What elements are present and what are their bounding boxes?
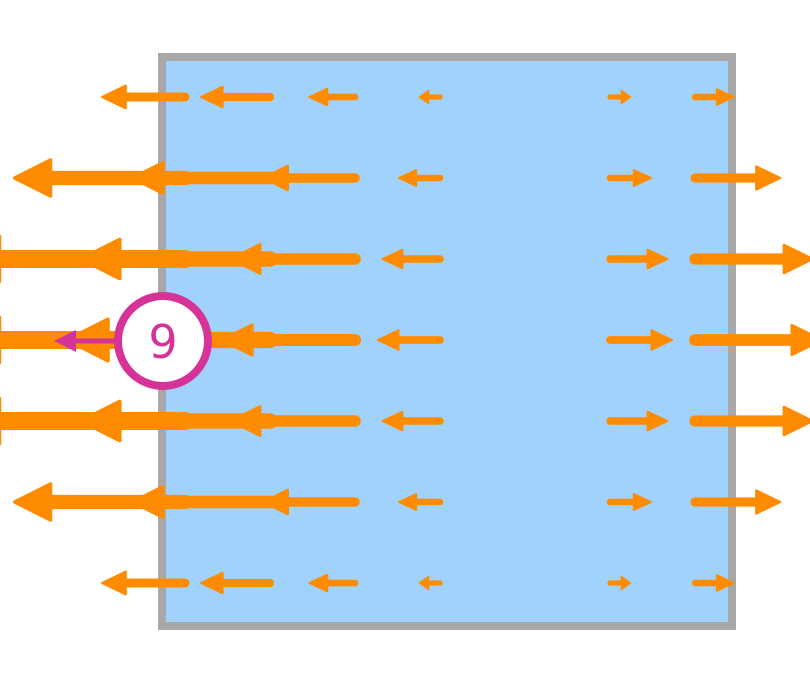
field-arrow bbox=[606, 169, 653, 187]
field-arrow bbox=[381, 248, 444, 270]
field-arrow-head bbox=[418, 89, 430, 105]
field-arrow bbox=[418, 89, 443, 105]
field-arrow bbox=[199, 85, 275, 109]
field-arrow-head bbox=[101, 84, 127, 110]
field-arrow-head bbox=[381, 410, 404, 432]
field-arrow bbox=[130, 160, 277, 196]
field-arrow-head bbox=[650, 329, 674, 351]
field-arrow-head bbox=[308, 87, 329, 107]
field-arrow-head bbox=[229, 243, 262, 275]
field-arrow-head bbox=[13, 482, 53, 522]
field-arrow-head bbox=[130, 160, 165, 196]
field-arrow bbox=[308, 573, 359, 593]
field-arrow bbox=[689, 405, 810, 437]
field-arrow bbox=[606, 248, 669, 270]
field-arrow-head bbox=[782, 405, 810, 437]
callout-circle bbox=[114, 292, 212, 390]
field-arrow-head bbox=[101, 570, 127, 596]
field-arrow bbox=[606, 493, 653, 511]
callout-label: 9 bbox=[148, 315, 177, 369]
field-arrow bbox=[607, 89, 632, 105]
field-arrow-head bbox=[397, 493, 418, 511]
field-arrow bbox=[199, 571, 275, 595]
field-arrow-head bbox=[308, 573, 329, 593]
field-arrow-head bbox=[79, 399, 122, 443]
field-arrow-head bbox=[755, 489, 782, 515]
field-arrow bbox=[606, 329, 674, 351]
field-arrow-head bbox=[381, 248, 404, 270]
field-arrow bbox=[376, 329, 444, 351]
field-arrow-head bbox=[715, 574, 735, 592]
field-arrow-head bbox=[632, 493, 653, 511]
field-arrow-head bbox=[397, 169, 418, 187]
field-arrow-head bbox=[376, 329, 400, 351]
field-arrow-head bbox=[261, 488, 289, 516]
field-arrow bbox=[397, 493, 444, 511]
field-arrow-head bbox=[261, 164, 289, 192]
field-arrow bbox=[101, 84, 190, 110]
field-arrow bbox=[418, 575, 443, 591]
field-arrow bbox=[381, 410, 444, 432]
field-arrow-head bbox=[715, 88, 735, 106]
field-arrow-head bbox=[620, 575, 632, 591]
callout-marker[interactable]: 9 bbox=[54, 292, 212, 390]
field-arrow-head bbox=[782, 243, 810, 275]
field-arrow-head bbox=[620, 89, 632, 105]
field-arrow-head bbox=[229, 405, 262, 437]
field-arrow-head bbox=[13, 158, 53, 198]
field-arrow bbox=[397, 169, 444, 187]
field-arrow-head bbox=[790, 323, 810, 357]
field-arrow-head bbox=[220, 323, 254, 357]
field-arrow bbox=[130, 484, 277, 520]
field-arrow bbox=[691, 574, 735, 592]
field-arrow bbox=[690, 165, 782, 191]
field-arrow-head bbox=[646, 248, 669, 270]
field-arrow bbox=[606, 410, 669, 432]
field-arrow bbox=[261, 488, 360, 516]
field-arrow-head bbox=[755, 165, 782, 191]
field-arrow bbox=[691, 88, 735, 106]
field-arrow-head bbox=[646, 410, 669, 432]
field-arrow bbox=[229, 405, 361, 437]
field-arrow bbox=[220, 323, 362, 357]
arrow-layer bbox=[0, 84, 810, 596]
field-arrow bbox=[229, 243, 361, 275]
field-arrow-head bbox=[130, 484, 165, 520]
field-arrow bbox=[607, 575, 632, 591]
field-arrow bbox=[308, 87, 359, 107]
field-arrow bbox=[101, 570, 190, 596]
field-arrow-head bbox=[418, 575, 430, 591]
field-arrow-head bbox=[79, 237, 122, 281]
callout-pointer-head bbox=[54, 330, 76, 352]
field-arrow-head bbox=[199, 571, 224, 595]
field-arrow-head bbox=[632, 169, 653, 187]
field-arrow bbox=[689, 243, 810, 275]
field-arrow bbox=[690, 489, 782, 515]
field-arrow bbox=[261, 164, 360, 192]
field-arrow-head bbox=[199, 85, 224, 109]
field-arrow bbox=[689, 323, 810, 357]
